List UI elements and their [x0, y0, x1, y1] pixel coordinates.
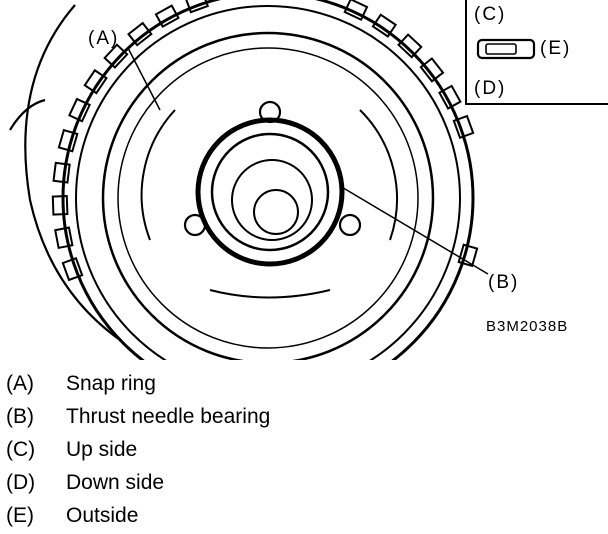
spring-hole-right	[338, 213, 362, 237]
callout-a: (A)	[88, 28, 120, 49]
drum-tooth	[154, 4, 180, 28]
clutch-drum-drawing	[9, 0, 608, 405]
drum-tooth	[52, 161, 71, 184]
leader-a	[127, 47, 161, 111]
drum-tooth	[68, 97, 91, 123]
spring-hole-top	[258, 100, 282, 124]
drum-tooth	[103, 43, 129, 69]
callout-d: (D)	[474, 78, 507, 99]
legend-text: Snap ring	[66, 372, 156, 395]
bearing-side-icon	[476, 38, 536, 60]
drum-tooth	[51, 195, 69, 216]
housing-outline	[24, 4, 121, 341]
drum-tooth	[457, 243, 479, 268]
legend-text: Down side	[66, 471, 165, 494]
inset-box	[465, 0, 608, 105]
legend-key: (D)	[6, 471, 36, 494]
legend-text: Up side	[66, 438, 138, 461]
drum-tooth	[419, 57, 445, 83]
bearing-side-inner	[485, 43, 517, 55]
figure-code: B3M2038B	[486, 318, 569, 335]
drum-teeth	[51, 0, 479, 282]
leader-b	[339, 185, 489, 275]
callout-b: (B)	[488, 272, 520, 293]
callout-c: (C)	[474, 4, 507, 25]
outer-drum	[61, 0, 475, 405]
legend-key: (E)	[6, 504, 34, 527]
retainer-arc-bottom	[209, 289, 331, 299]
legend-text: Thrust needle bearing	[66, 405, 271, 428]
thrust-needle-bearing	[195, 117, 345, 267]
drum-tooth	[61, 256, 84, 282]
housing-rib	[9, 98, 46, 131]
retainer-arc-right	[359, 109, 398, 241]
retainer-arc-left	[140, 109, 176, 241]
drum-tooth	[83, 68, 108, 95]
drum-tooth	[397, 33, 423, 59]
legend-text: Outside	[66, 504, 139, 527]
spring-hole-left	[183, 213, 207, 237]
bearing-inner-race	[210, 132, 330, 252]
clutch-plate-ring	[101, 31, 435, 365]
drum-tooth	[54, 226, 74, 250]
legend-key: (B)	[6, 405, 34, 428]
drum-tooth	[184, 0, 210, 14]
drum-tooth	[438, 84, 462, 110]
callout-e: (E)	[540, 38, 572, 59]
drum-tooth	[343, 0, 369, 21]
hub	[231, 159, 313, 241]
legend-key: (A)	[6, 372, 34, 395]
legend-key: (C)	[6, 438, 36, 461]
shaft	[253, 189, 299, 235]
drum-tooth	[452, 114, 475, 140]
exploded-diagram: (A) (B) (C) (D) (E) B3M2038B	[9, 0, 608, 405]
drum-tooth	[371, 13, 398, 38]
drum-tooth	[127, 21, 153, 47]
drum-tooth	[57, 128, 79, 153]
inner-plate-ring	[117, 47, 419, 349]
